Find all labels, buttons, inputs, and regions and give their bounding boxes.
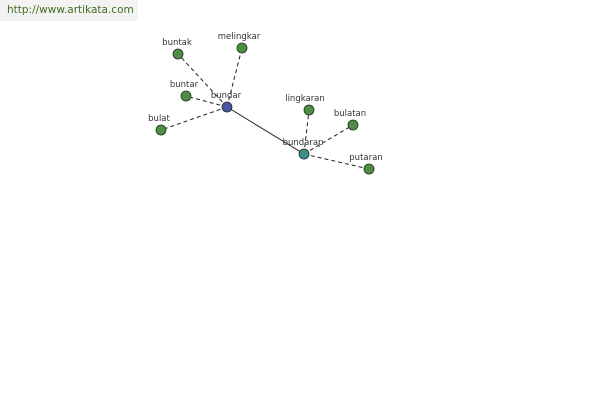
node-buntak[interactable]: buntak	[162, 38, 192, 60]
edge-bundarap-lingkaran	[303, 109, 310, 155]
node-dot-melingkar[interactable]	[236, 42, 248, 54]
node-label-melingkar[interactable]: melingkar	[218, 32, 261, 42]
node-dot-bulat[interactable]	[155, 124, 167, 136]
node-dot-bundarap[interactable]	[298, 148, 310, 160]
graph-edges	[160, 47, 370, 170]
node-label-bulat[interactable]: bulat	[148, 114, 170, 124]
node-label-lingkaran[interactable]: lingkaran	[285, 94, 325, 104]
graph-nodes: bundar bundarap buntak melingkar buntar bulat…	[148, 32, 383, 175]
node-dot-bulatan[interactable]	[347, 119, 359, 131]
node-bundarap[interactable]: bundarap	[283, 138, 324, 160]
edge-bundarap-bulatan	[303, 124, 354, 155]
node-label-bundarap[interactable]: bundarap	[283, 138, 324, 148]
edge-bundar-melingkar	[226, 47, 243, 108]
node-label-bulatan[interactable]: bulatan	[334, 109, 366, 119]
edge-bundar-bulat	[160, 106, 228, 131]
node-bulatan[interactable]: bulatan	[334, 109, 366, 131]
node-dot-putaran[interactable]	[363, 163, 375, 175]
edge-bundar-buntak	[177, 53, 228, 108]
node-dot-buntar[interactable]	[180, 90, 192, 102]
node-dot-bundar[interactable]	[221, 101, 233, 113]
node-lingkaran[interactable]: lingkaran	[285, 94, 325, 116]
site-url-banner[interactable]: http://www.artikata.com	[0, 0, 138, 21]
edge-bundar-bundarap	[226, 106, 305, 155]
site-url-text[interactable]: http://www.artikata.com	[7, 4, 134, 16]
node-label-putaran[interactable]: putaran	[349, 153, 382, 163]
node-melingkar[interactable]: melingkar	[218, 32, 261, 54]
node-bulat[interactable]: bulat	[148, 114, 171, 136]
node-dot-buntak[interactable]	[172, 48, 184, 60]
node-buntar[interactable]: buntar	[170, 80, 199, 102]
node-label-bundar[interactable]: bundar	[211, 91, 242, 101]
node-putaran[interactable]: putaran	[349, 153, 383, 175]
edge-bundar-buntar	[185, 95, 228, 108]
node-bundar[interactable]: bundar	[211, 91, 242, 113]
node-label-buntar[interactable]: buntar	[170, 80, 199, 90]
node-dot-lingkaran[interactable]	[303, 104, 315, 116]
node-label-buntak[interactable]: buntak	[162, 38, 192, 48]
